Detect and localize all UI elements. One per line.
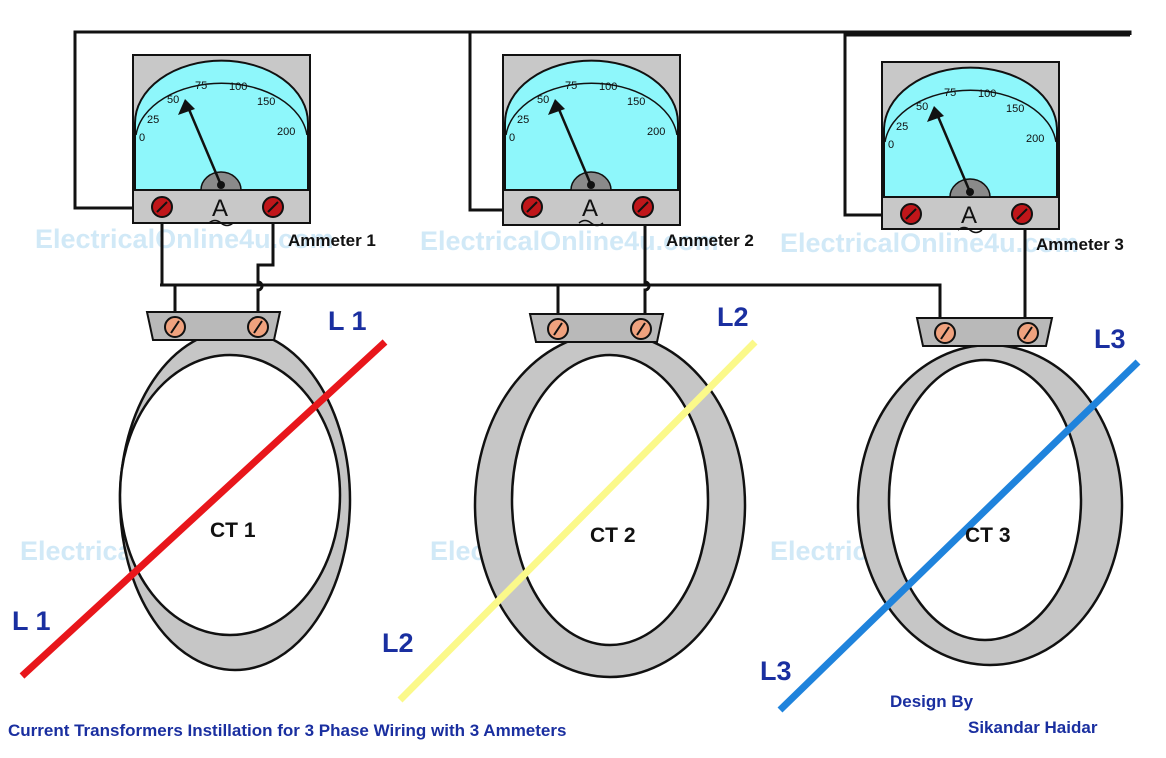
- terminal-screw-slot: [1023, 326, 1033, 340]
- terminal-screw-slot: [170, 320, 180, 334]
- ammeter-scale-value: 150: [627, 96, 645, 108]
- watermark-text: ElectricalOnline4u.com: [35, 224, 334, 254]
- ct-ring-window: [510, 353, 710, 647]
- ct-ring-window: [118, 353, 342, 637]
- ammeter-ac-symbol: [208, 219, 234, 227]
- ammeter2-to-ct2-second: [643, 210, 651, 328]
- phase-conductor-l1: [19, 339, 388, 679]
- ammeter-scale-value: 0: [888, 139, 894, 151]
- ammeter1-return-wire: [73, 30, 1132, 210]
- ammeter-scale-value: 75: [195, 80, 207, 92]
- ct-ring-window: [887, 358, 1083, 642]
- terminal-screw-slot: [1016, 208, 1028, 220]
- watermark-text: ElectricalOnline4u.com: [780, 228, 1079, 258]
- ammeter-needle-tip: [548, 99, 565, 115]
- ct-label: CT 2: [590, 524, 636, 547]
- ammeter-scale-arc: [505, 82, 678, 136]
- ammeter-unit: A: [961, 202, 977, 229]
- ammeter-unit: A: [582, 195, 598, 222]
- ammeter-scale-value: 25: [896, 121, 908, 133]
- terminal-screw-slot: [637, 201, 649, 213]
- ammeter-needle: [935, 113, 972, 193]
- ammeter-ac-symbol: [957, 226, 983, 234]
- ammeter-scale-value: 150: [1006, 103, 1024, 115]
- common-wire: [160, 283, 942, 330]
- ammeter-scale-value: 50: [167, 94, 179, 106]
- ammeter-needle-pivot: [587, 181, 595, 189]
- ammeter-scale-value: 200: [1026, 133, 1044, 145]
- ct-label: CT 3: [965, 524, 1011, 547]
- ammeter-dial-face: [504, 59, 679, 191]
- current-transformer-2: CT 2: [397, 313, 758, 703]
- credit-author: Sikandar Haidar: [968, 718, 1098, 737]
- ammeter-scale-value: 150: [257, 96, 275, 108]
- diagram-caption: Current Transformers Instillation for 3 …: [8, 721, 566, 740]
- phase-conductor-l2: [397, 339, 758, 703]
- ammeter-scale-value: 25: [147, 114, 159, 126]
- ammeter3-label: Ammeter 3: [1036, 235, 1124, 254]
- line-label-l3-top: L3: [1094, 324, 1126, 354]
- ammeter-needle-tip: [927, 106, 944, 122]
- ammeter-needle: [186, 106, 223, 186]
- current-transformer-1: CT 1: [19, 311, 388, 679]
- credit-design-by: Design By: [890, 692, 974, 711]
- ammeter-scale-value: 200: [277, 126, 295, 138]
- ammeter-scale-value: 75: [565, 80, 577, 92]
- current-transformers: CT 1 CT 2 CT 3: [19, 311, 1141, 713]
- ammeter1-to-ct1: [160, 208, 177, 328]
- ammeter-scale-value: 75: [944, 87, 956, 99]
- terminal-screw-slot: [526, 201, 538, 213]
- ammeter1-label: Ammeter 1: [288, 231, 376, 250]
- ammeter-scale-value: 100: [229, 81, 247, 93]
- ammeter-scale-value: 25: [517, 114, 529, 126]
- ammeter-scale-arc: [884, 89, 1057, 143]
- ammeter-scale-value: 100: [599, 81, 617, 93]
- ammeter-scale-value: 50: [916, 101, 928, 113]
- terminal-screw-slot: [267, 201, 279, 213]
- line-label-l2-bottom: L2: [382, 628, 414, 658]
- ammeter2-label: Ammeter 2: [666, 231, 754, 250]
- terminal-screw-slot: [156, 201, 168, 213]
- ammeter-needle-tip: [178, 99, 195, 115]
- ammeter-needle-pivot: [966, 188, 974, 196]
- phase-conductor-l3: [777, 359, 1141, 713]
- terminal-screw-slot: [940, 326, 950, 340]
- ammeter-needle: [556, 106, 593, 186]
- ammeter-scale-value: 0: [139, 132, 145, 144]
- ammeter-dial-face: [134, 59, 309, 191]
- ammeter-scale-arc: [135, 82, 308, 136]
- line-label-l1-top: L 1: [328, 306, 367, 336]
- line-label-l1-bottom: L 1: [12, 606, 51, 636]
- ammeter-unit: A: [212, 195, 228, 222]
- ammeter-needle-pivot: [217, 181, 225, 189]
- terminal-screw-slot: [905, 208, 917, 220]
- ammeter-ac-symbol: [578, 219, 604, 227]
- ammeter-scale-value: 0: [509, 132, 515, 144]
- ammeter1-to-ct1-second: [256, 208, 275, 328]
- ammeter-scale-value: 50: [537, 94, 549, 106]
- ct-label: CT 1: [210, 519, 256, 542]
- current-transformer-3: CT 3: [777, 317, 1141, 713]
- wires: [73, 30, 1132, 330]
- terminal-screw-slot: [253, 320, 263, 334]
- terminal-screw-slot: [636, 322, 646, 336]
- watermark-text: ElectricalOnline4u.com: [420, 226, 719, 256]
- line-label-l2-top: L2: [717, 302, 749, 332]
- ammeter-scale-value: 100: [978, 88, 996, 100]
- ammeter-dial-face: [883, 66, 1058, 198]
- terminal-screw-slot: [553, 322, 563, 336]
- ammeter-scale-value: 200: [647, 126, 665, 138]
- ammeter3-return-wire: [843, 33, 1130, 217]
- line-label-l3-bottom: L3: [760, 656, 792, 686]
